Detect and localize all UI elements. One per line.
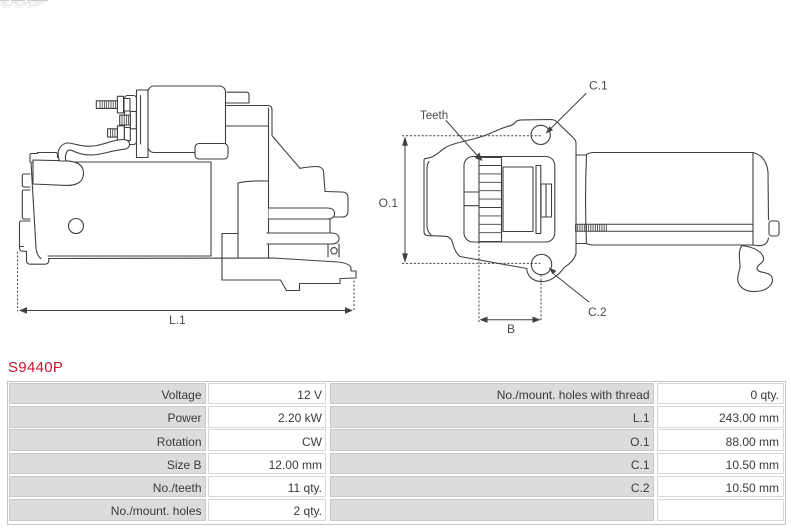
svg-text:O.1: O.1 bbox=[379, 196, 399, 210]
svg-text:L.1: L.1 bbox=[169, 313, 186, 327]
svg-text:Teeth: Teeth bbox=[420, 110, 448, 122]
svg-text:B: B bbox=[507, 322, 515, 336]
svg-text:C.1: C.1 bbox=[589, 79, 608, 93]
svg-text:C.2: C.2 bbox=[588, 305, 607, 319]
